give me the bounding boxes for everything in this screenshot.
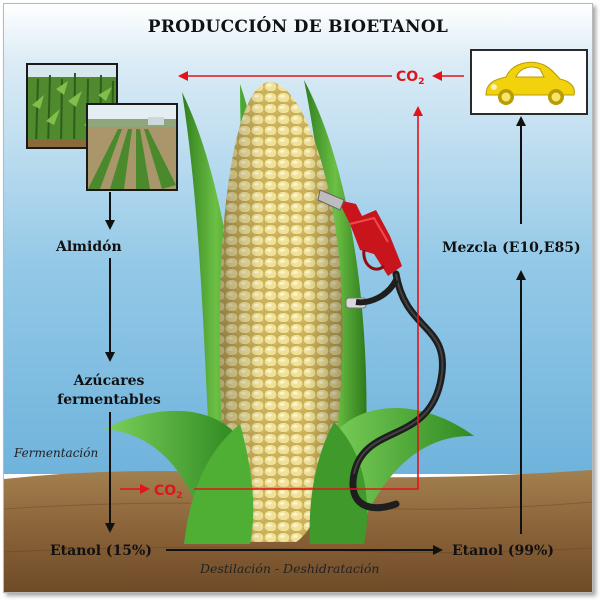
step-almidon: Almidón (56, 239, 122, 255)
step-mezcla: Mezcla (E10,E85) (442, 240, 581, 256)
co2-subscript: 2 (176, 491, 183, 501)
car-icon (470, 49, 588, 115)
azucares-line1: Azúcares (73, 373, 145, 389)
co2-label-bottom: CO2 (154, 483, 182, 501)
diagram-title: PRODUCCIÓN DE BIOETANOL (147, 17, 449, 37)
co2-cycle-arrows (120, 71, 464, 494)
co2-label-top: CO2 (396, 69, 424, 87)
process-fermentacion: Fermentación (14, 446, 99, 460)
step-etanol-99: Etanol (99%) (452, 543, 554, 559)
co2-subscript: 2 (418, 77, 425, 87)
fuel-nozzle-icon (317, 189, 446, 512)
process-destilacion: Destilación - Deshidratación (200, 561, 380, 576)
co2-base: CO (154, 483, 177, 499)
process-arrows (105, 116, 526, 555)
corn-husk-front (104, 407, 474, 544)
step-etanol-15: Etanol (15%) (50, 543, 152, 559)
diagram-frame: PRODUCCIÓN DE BIOETANOL Almidón Azúcares… (3, 3, 593, 593)
corn-cob-icon (219, 82, 343, 542)
step-azucares-fermentables: Azúcares fermentables (44, 372, 174, 410)
crop-rows-photo (86, 103, 178, 191)
arrow-co2-loop (194, 106, 423, 490)
azucares-line2: fermentables (57, 392, 161, 408)
co2-base: CO (396, 69, 419, 85)
